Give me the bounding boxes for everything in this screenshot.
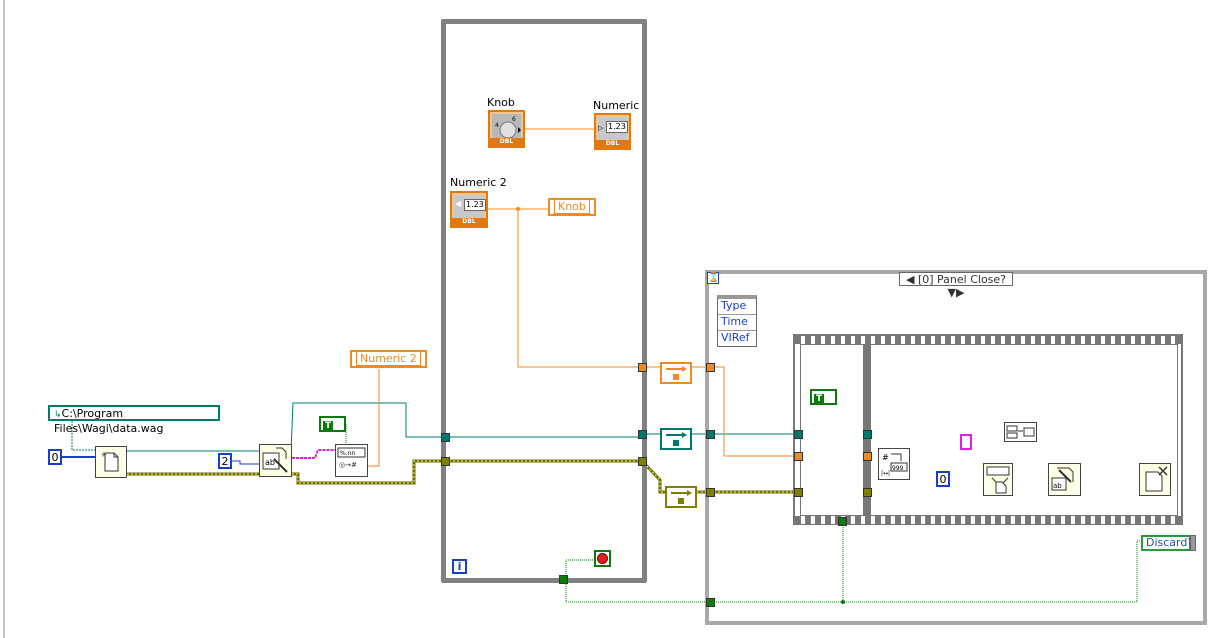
open-file-icon: ✳: [101, 451, 119, 472]
svg-text:4: 4: [495, 122, 499, 129]
seq-tunnel-file-1: [794, 430, 803, 439]
dropdown-icon[interactable]: ▼: [947, 286, 956, 299]
event-tunnel-file[interactable]: [706, 430, 715, 439]
concatenate-icon: [1006, 425, 1035, 439]
sequence-film-top: [795, 336, 1181, 344]
numeric-2-label: Numeric 2: [450, 176, 507, 189]
write-text-icon: ab: [1051, 467, 1074, 491]
loop-tunnel-error-in[interactable]: [441, 457, 450, 466]
write-text-file-vi[interactable]: ab: [1048, 463, 1081, 496]
open-file-vi[interactable]: ✳: [95, 446, 127, 478]
uninit-shift-register-file[interactable]: [660, 428, 692, 450]
loop-tunnel-error-out[interactable]: [638, 457, 647, 466]
arrow-right-icon: [666, 366, 687, 380]
loop-tunnel-stop[interactable]: [559, 575, 568, 584]
format-string-icon: %.nn ◎→#: [337, 447, 366, 469]
seq-tunnel-file-2: [863, 430, 872, 439]
event-case-selector[interactable]: ◀ [0] Panel Close? ▼▶: [899, 272, 1013, 299]
discard-indicator[interactable]: Discard?: [1141, 535, 1193, 551]
write-file-vi[interactable]: ab: [259, 444, 292, 477]
true-constant-right[interactable]: T: [810, 389, 837, 405]
discard-terminal-handle: [1190, 535, 1196, 551]
numeric-display: 1.23: [606, 121, 628, 133]
number-format-icon: # 999 |↔|: [881, 453, 908, 477]
prev-case-icon[interactable]: ◀: [905, 273, 915, 286]
event-data-viref[interactable]: VIRef: [718, 330, 756, 346]
sequence-film-bottom: [795, 516, 1181, 524]
svg-text:#: #: [882, 453, 889, 462]
svg-text:ab: ab: [265, 458, 275, 467]
svg-text:ab: ab: [1053, 482, 1062, 490]
empty-string-constant[interactable]: [960, 434, 972, 450]
event-tunnel-stop[interactable]: [706, 598, 715, 607]
loop-tunnel-file-out[interactable]: [638, 430, 647, 439]
seq-tunnel-numeric-1: [794, 452, 803, 461]
uninit-shift-register-error[interactable]: [665, 486, 697, 508]
knob-local-variable[interactable]: Knob: [548, 198, 596, 216]
svg-text:6: 6: [512, 116, 516, 123]
uninit-shift-register-numeric[interactable]: [660, 362, 692, 384]
event-data-time[interactable]: Time: [718, 314, 756, 330]
arrow-right-icon: [666, 432, 687, 446]
timeout-zero-constant[interactable]: 0: [936, 471, 950, 487]
timeout-terminal[interactable]: ⌛: [707, 272, 720, 284]
path-icon: ↳: [54, 410, 62, 420]
close-file-vi[interactable]: [1139, 463, 1171, 496]
seq-tunnel-numeric-2: [863, 452, 872, 461]
next-case-icon[interactable]: ▶: [956, 286, 965, 299]
numeric-2-control-terminal[interactable]: ◀ 1.23 DBL: [450, 191, 488, 228]
knob-terminal[interactable]: 4 6 DBL: [488, 110, 525, 148]
seq-tunnel-bool: [838, 517, 847, 526]
svg-text:|↔|: |↔|: [881, 470, 890, 477]
event-data-type[interactable]: Type: [721, 299, 747, 312]
open-mode-constant[interactable]: 0: [48, 449, 62, 465]
svg-text:999: 999: [892, 465, 904, 472]
read-file-icon: [986, 466, 1010, 494]
seq-tunnel-error-1: [794, 488, 803, 497]
loop-tunnel-numeric[interactable]: [638, 363, 647, 372]
svg-text:✳: ✳: [101, 451, 107, 459]
stop-icon: [597, 553, 608, 564]
loop-tunnel-file-in[interactable]: [441, 433, 450, 442]
svg-text:%.nn: %.nn: [340, 450, 355, 457]
event-tunnel-numeric[interactable]: [706, 363, 715, 372]
knob-label: Knob: [487, 96, 515, 109]
numeric-indicator-terminal[interactable]: ▷ 1.23 DBL: [594, 113, 631, 150]
close-file-icon: [1145, 466, 1168, 492]
number-to-string-function[interactable]: # 999 |↔|: [878, 448, 910, 480]
write-file-icon: ab: [262, 447, 288, 473]
seq-tunnel-error-2: [863, 488, 872, 497]
true-constant-left[interactable]: T: [319, 416, 346, 432]
read-file-vi[interactable]: [983, 463, 1013, 496]
event-tunnel-error[interactable]: [706, 488, 715, 497]
concatenate-strings-function[interactable]: [1004, 422, 1037, 442]
event-data-node[interactable]: Type Time VIRef: [717, 295, 757, 347]
format-into-string-function[interactable]: %.nn ◎→#: [335, 444, 368, 477]
arrow-right-icon: [671, 490, 692, 504]
numeric-label: Numeric: [593, 99, 640, 112]
refnum-teal-wire: [290, 402, 445, 452]
file-path-constant[interactable]: ↳C:\Program Files\Wagi\data.wag: [48, 405, 220, 435]
numeric-2-display: 1.23: [464, 199, 486, 211]
knob-icon: 4 6: [495, 116, 521, 139]
path-wire: [71, 421, 100, 451]
count-constant[interactable]: 2: [218, 453, 232, 469]
numeric-2-local-variable[interactable]: Numeric 2: [350, 350, 427, 368]
sequence-frame-1[interactable]: [800, 344, 864, 516]
while-loop[interactable]: [441, 19, 647, 583]
svg-text:◎→#: ◎→#: [339, 461, 357, 469]
loop-condition-terminal[interactable]: [594, 550, 611, 567]
iteration-terminal: i: [452, 559, 467, 574]
